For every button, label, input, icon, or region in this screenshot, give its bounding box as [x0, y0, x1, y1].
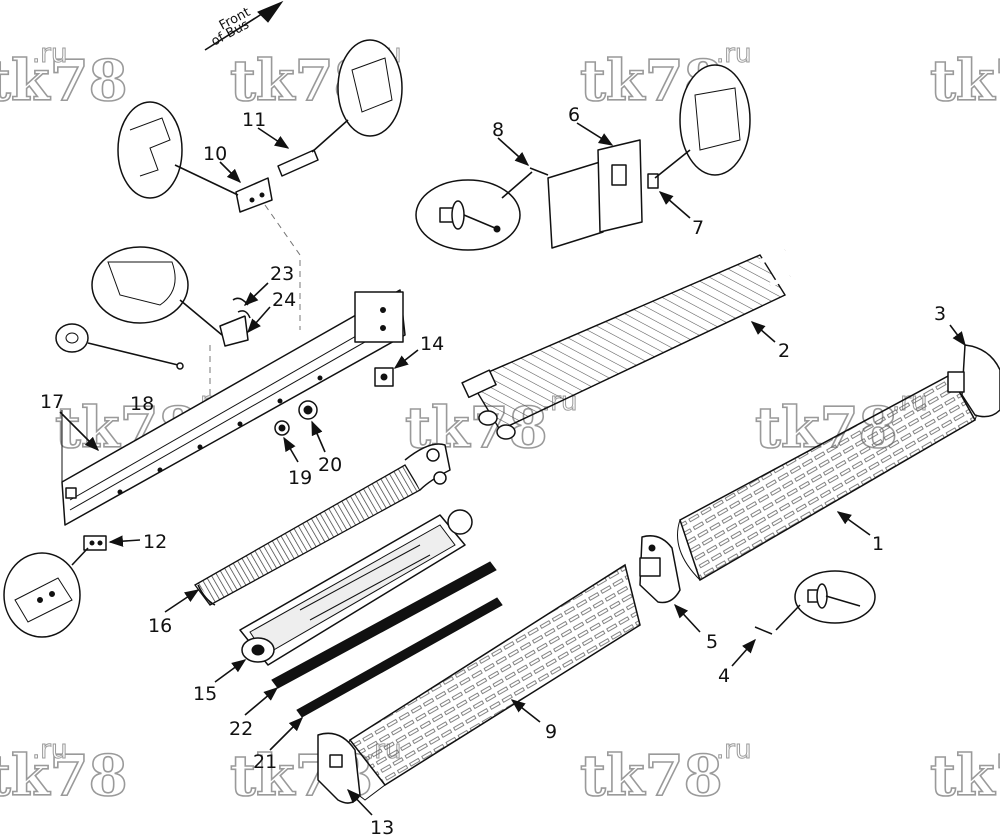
part-bracket-12 [83, 535, 107, 551]
part-rivet-4 [754, 626, 773, 635]
front-of-bus-indicator: Front of Bus [204, 0, 284, 51]
callout-6: 6 [568, 104, 580, 126]
detail-bubble-12 [3, 547, 89, 638]
part-strips [271, 561, 503, 718]
callouts: 1 2 3 4 5 6 7 8 9 10 11 12 13 14 15 16 1… [40, 104, 946, 839]
part-panel-6 [547, 139, 643, 249]
part-clip-14 [374, 367, 394, 387]
part-grommets [274, 400, 318, 436]
callout-7: 7 [692, 217, 704, 239]
callout-20: 20 [318, 454, 342, 476]
callout-13: 13 [370, 817, 394, 839]
leaders [59, 122, 966, 816]
part-rivet-8 [529, 167, 549, 176]
detail-bubble-18 [55, 323, 184, 370]
part-bracket-10 [235, 177, 273, 213]
callout-8: 8 [492, 119, 504, 141]
watermark: tk78 [0, 743, 128, 809]
callout-5: 5 [706, 631, 718, 653]
watermark: tk78 [930, 743, 1000, 809]
callout-10: 10 [203, 143, 227, 165]
part-end-cap-bottom [317, 732, 361, 804]
callout-18: 18 [130, 393, 154, 415]
detail-bubble-8 [415, 171, 533, 251]
detail-bubble-4 [775, 570, 876, 631]
callout-21: 21 [253, 751, 277, 773]
watermark-suffix: .ru [32, 39, 67, 69]
callout-16: 16 [148, 615, 172, 637]
detail-bubble-23 [91, 246, 223, 336]
callout-15: 15 [193, 683, 217, 705]
callout-11: 11 [242, 109, 266, 131]
callout-14: 14 [420, 333, 444, 355]
callout-1: 1 [872, 533, 884, 555]
part-end-cap-middle [639, 535, 681, 604]
callout-9: 9 [545, 721, 557, 743]
callout-19: 19 [288, 467, 312, 489]
detail-bubble-7 [654, 64, 751, 179]
detail-bubble-10 [117, 101, 239, 199]
watermark: tk78 [0, 48, 128, 114]
part-heater-coil [461, 247, 792, 440]
part-clip-7 [647, 173, 659, 189]
callout-23: 23 [270, 263, 294, 285]
callout-17: 17 [40, 391, 64, 413]
watermark-suffix: .ru [716, 39, 751, 69]
callout-24: 24 [272, 289, 296, 311]
part-blower [239, 509, 473, 666]
callout-3: 3 [934, 303, 946, 325]
arrow-icon [257, 0, 284, 23]
watermark-suffix: .ru [32, 735, 67, 765]
part-mounting-rail [61, 289, 406, 526]
detail-bubble-11 [311, 39, 403, 153]
watermark-suffix: .ru [716, 735, 751, 765]
callout-22: 22 [229, 718, 253, 740]
part-bracket-11 [277, 149, 319, 177]
assembly-line [264, 204, 301, 330]
callout-4: 4 [718, 665, 730, 687]
callout-12: 12 [143, 531, 167, 553]
callout-2: 2 [778, 340, 790, 362]
watermark: tk78 [930, 48, 1000, 114]
part-spiral-coil [194, 443, 451, 606]
watermark: tk78 [580, 743, 723, 809]
